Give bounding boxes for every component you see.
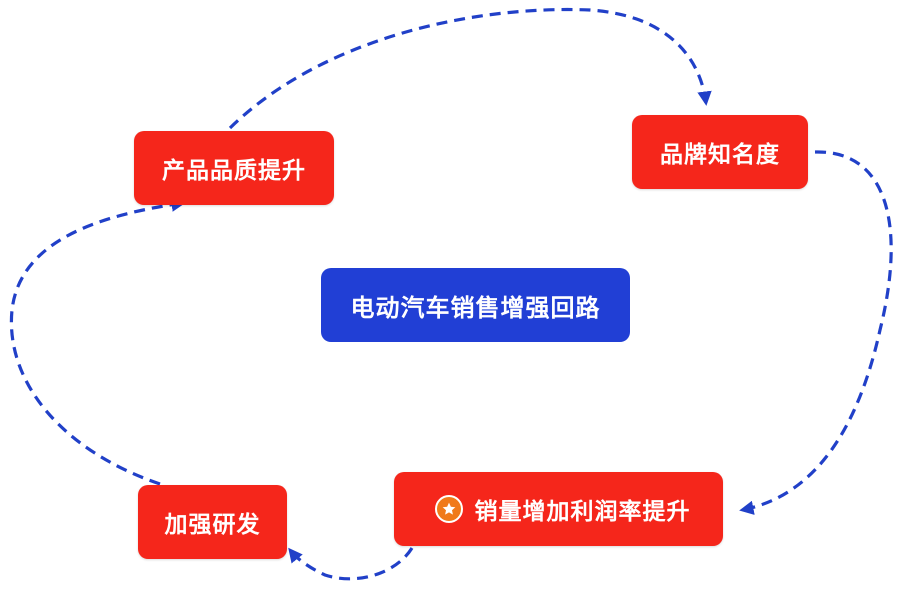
arrow-quality-to-brand	[228, 7, 712, 130]
arrow-rnd-to-quality	[9, 197, 186, 486]
node-brand-awareness: 品牌知名度	[632, 115, 808, 189]
node-quality-label: 产品品质提升	[162, 158, 306, 184]
node-strengthen-rnd: 加强研发	[138, 485, 287, 559]
node-sales-label: 销量增加利润率提升	[474, 499, 691, 525]
arrow-sales-to-rnd	[288, 547, 414, 581]
diagram-title: 电动汽车销售增强回路	[321, 268, 630, 342]
node-sales-profit: 销量增加利润率提升	[394, 472, 723, 546]
arrow-brand-to-sales	[739, 150, 893, 515]
node-rnd-label: 加强研发	[164, 512, 261, 538]
star-icon	[434, 495, 463, 523]
node-brand-label: 品牌知名度	[660, 142, 780, 168]
node-quality-improvement: 产品品质提升	[134, 131, 334, 205]
diagram-title-label: 电动汽车销售增强回路	[350, 293, 601, 322]
